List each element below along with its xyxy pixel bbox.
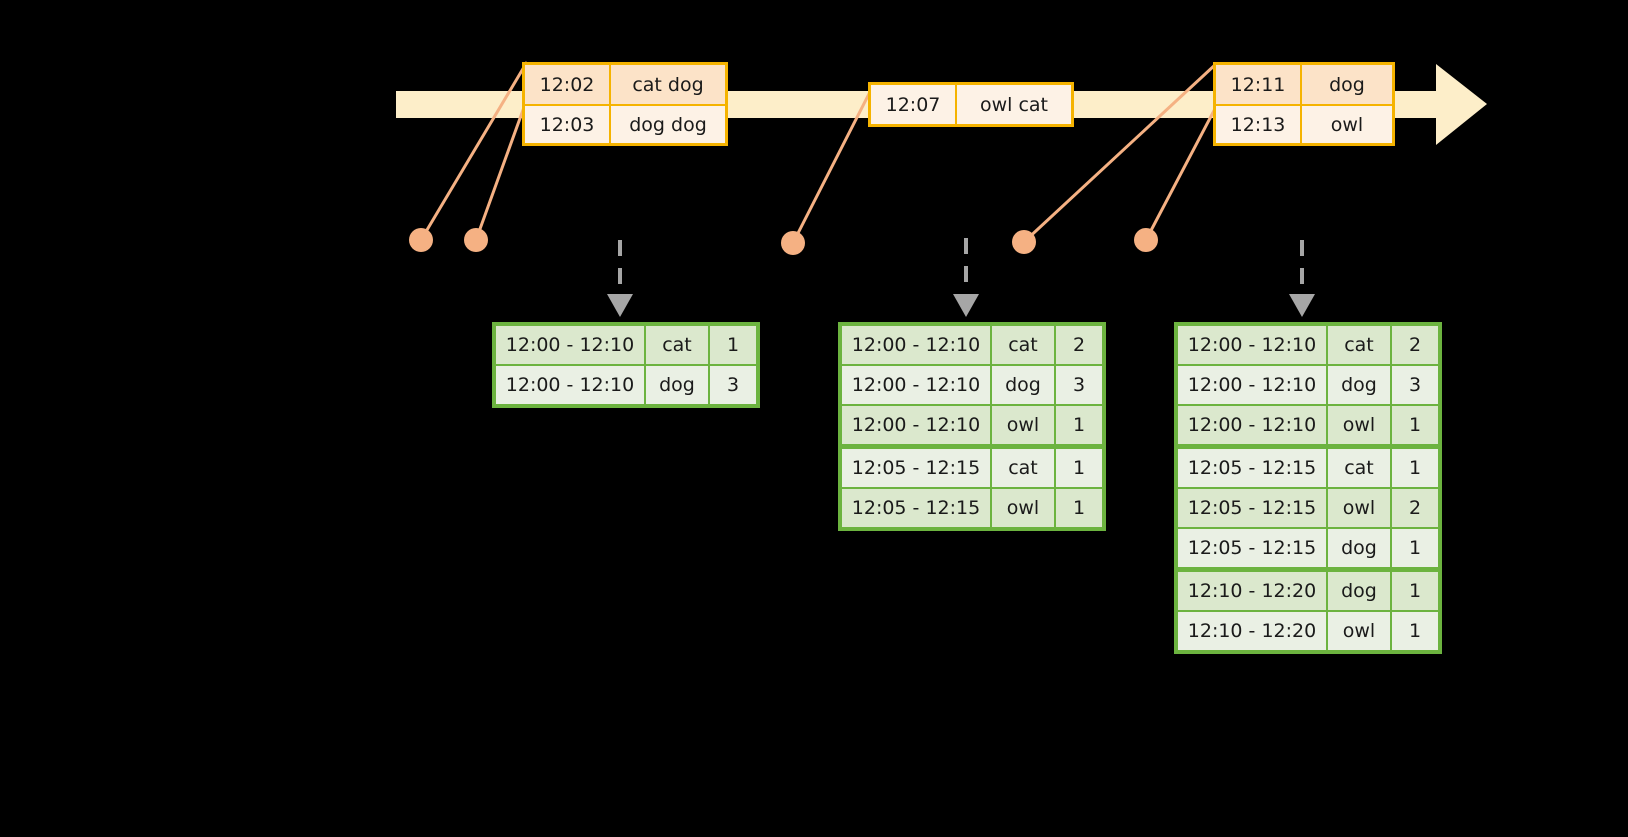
key-cell: dog — [1328, 366, 1390, 404]
count-cell: 1 — [1392, 612, 1438, 650]
event-words-cell: dog — [1302, 65, 1392, 104]
sample-dot-dot-1211[interactable] — [1012, 230, 1036, 254]
event-time-cell: 12:07 — [871, 85, 957, 124]
connector-line-dot-1202 — [419, 61, 529, 241]
count-cell: 1 — [1056, 406, 1102, 444]
window-cell: 12:10 - 12:20 — [1178, 572, 1326, 610]
window-cell: 12:00 - 12:10 — [496, 326, 644, 364]
key-cell: owl — [992, 406, 1054, 444]
event-time-cell: 12:03 — [525, 106, 611, 143]
window-cell: 12:05 - 12:15 — [842, 449, 990, 487]
connector-line-dot-1207 — [791, 83, 876, 244]
event-words-cell: owl — [1302, 106, 1392, 143]
key-cell: owl — [1328, 612, 1390, 650]
connector-line-dot-1203 — [474, 98, 529, 241]
count-cell: 1 — [710, 326, 756, 364]
key-cell: dog — [1328, 572, 1390, 610]
count-cell: 2 — [1392, 326, 1438, 364]
count-cell: 1 — [1392, 406, 1438, 444]
event-time-cell: 12:11 — [1216, 65, 1302, 104]
event-time-cell: 12:02 — [525, 65, 611, 104]
key-cell: cat — [992, 326, 1054, 364]
arrow-to-table-2-head — [953, 294, 979, 317]
key-cell: owl — [1328, 406, 1390, 444]
window-cell: 12:00 - 12:10 — [1178, 406, 1326, 444]
window-cell: 12:05 - 12:15 — [1178, 489, 1326, 527]
event-words-cell: owl cat — [957, 85, 1071, 124]
sample-dot-dot-1213[interactable] — [1134, 228, 1158, 252]
window-cell: 12:05 - 12:15 — [842, 489, 990, 527]
sample-dot-dot-1202[interactable] — [409, 228, 433, 252]
count-cell: 1 — [1392, 449, 1438, 487]
count-cell: 1 — [1392, 572, 1438, 610]
count-cell: 1 — [1392, 529, 1438, 567]
event-words-cell: dog dog — [611, 106, 725, 143]
count-cell: 1 — [1056, 449, 1102, 487]
window-cell: 12:00 - 12:10 — [842, 406, 990, 444]
window-cell: 12:00 - 12:10 — [842, 366, 990, 404]
count-cell: 2 — [1392, 489, 1438, 527]
dashed-arrows — [607, 238, 1315, 317]
window-cell: 12:05 - 12:15 — [1178, 449, 1326, 487]
window-cell: 12:00 - 12:10 — [1178, 326, 1326, 364]
arrow-to-table-3-head — [1289, 294, 1315, 317]
key-cell: dog — [992, 366, 1054, 404]
arrow-to-table-1-head — [607, 294, 633, 317]
key-cell: cat — [1328, 449, 1390, 487]
event-time-cell: 12:13 — [1216, 106, 1302, 143]
window-cell: 12:05 - 12:15 — [1178, 529, 1326, 567]
sample-dot-dot-1207[interactable] — [781, 231, 805, 255]
event-words-cell: cat dog — [611, 65, 725, 104]
key-cell: cat — [992, 449, 1054, 487]
key-cell: cat — [646, 326, 708, 364]
key-cell: dog — [646, 366, 708, 404]
key-cell: cat — [1328, 326, 1390, 364]
window-cell: 12:00 - 12:10 — [1178, 366, 1326, 404]
sample-dot-dot-1203[interactable] — [464, 228, 488, 252]
connector-line-dot-1213 — [1144, 102, 1220, 241]
key-cell: dog — [1328, 529, 1390, 567]
count-cell: 1 — [1056, 489, 1102, 527]
key-cell: owl — [992, 489, 1054, 527]
count-cell: 3 — [1392, 366, 1438, 404]
count-cell: 2 — [1056, 326, 1102, 364]
count-cell: 3 — [710, 366, 756, 404]
key-cell: owl — [1328, 489, 1390, 527]
window-cell: 12:10 - 12:20 — [1178, 612, 1326, 650]
count-cell: 3 — [1056, 366, 1102, 404]
window-cell: 12:00 - 12:10 — [496, 366, 644, 404]
window-cell: 12:00 - 12:10 — [842, 326, 990, 364]
